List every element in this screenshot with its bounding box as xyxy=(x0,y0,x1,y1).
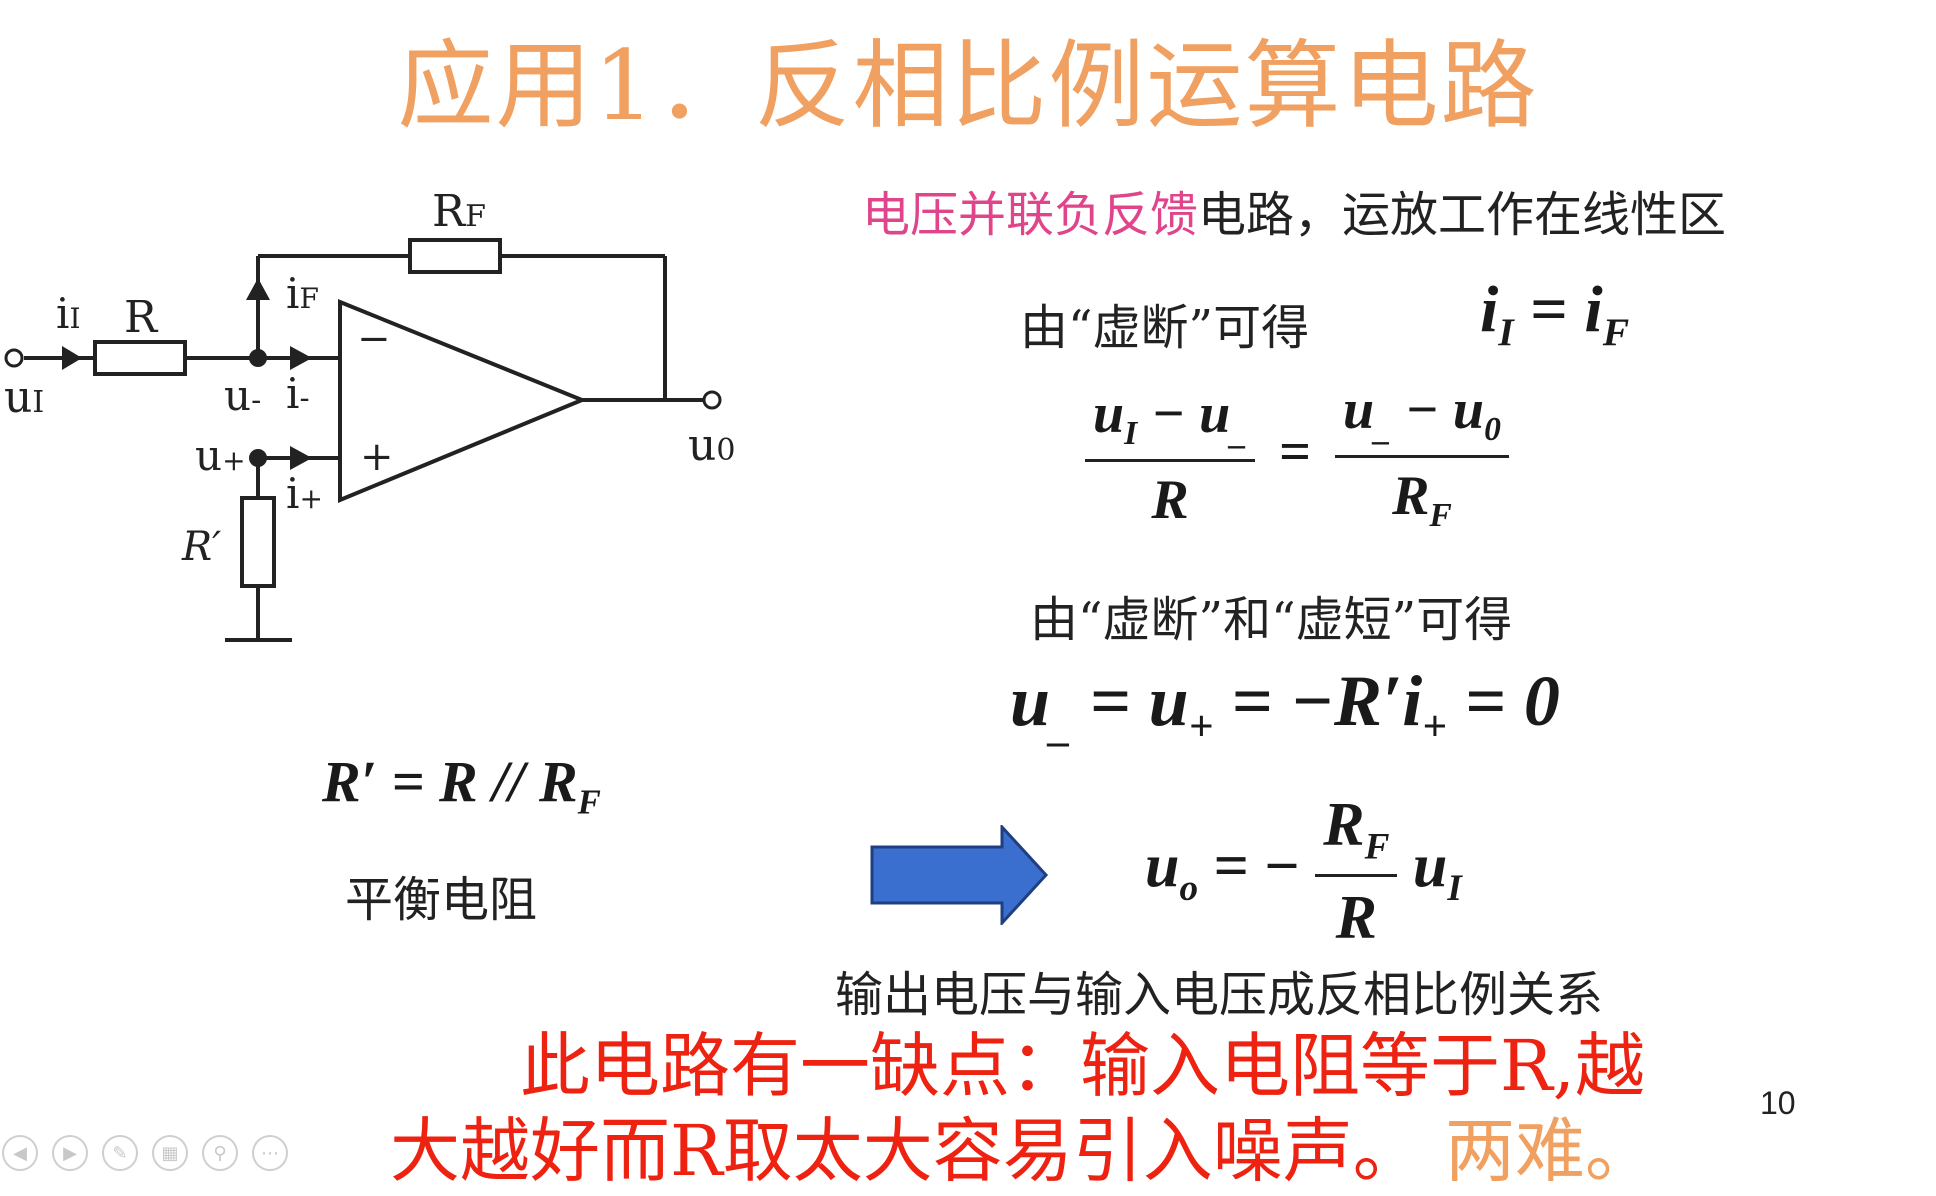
step1-label: 由“虚断”可得 xyxy=(1020,300,1310,356)
dilemma-text: 两难。 xyxy=(1444,1110,1655,1192)
equation-gain: uo = − RF R uI xyxy=(1145,790,1462,954)
page-number: 10 xyxy=(1760,1085,1796,1121)
frac-gain: RF R xyxy=(1315,790,1398,954)
label-iplus: i+ xyxy=(286,469,323,518)
conclusion-text: 输出电压与输入电压成反相比例关系 xyxy=(835,967,1604,1023)
drawback-line-1: 此电路有一缺点：输入电阻等于R,越 xyxy=(520,1025,1645,1107)
slideshow-toolbar: ◀ ▶ ✎ ▦ ⚲ ⋯ xyxy=(2,1135,288,1171)
zoom-icon[interactable]: ⚲ xyxy=(202,1135,238,1171)
op-amp xyxy=(338,299,588,503)
equation-balance: R′ = R // RF xyxy=(322,749,601,822)
arrow-iplus xyxy=(290,446,312,470)
frac-left: uI − u_ R xyxy=(1085,382,1256,532)
more-options-icon[interactable]: ⋯ xyxy=(252,1135,288,1171)
result-arrow xyxy=(870,825,1049,925)
slides-grid-icon[interactable]: ▦ xyxy=(152,1135,188,1171)
slide-title: 应用1．反相比例运算电路 xyxy=(397,30,1539,142)
resistor-r xyxy=(93,340,187,376)
frac-right: u_ − u0 RF xyxy=(1335,378,1509,535)
equation-current: iI = iF xyxy=(1480,273,1630,355)
feedback-statement: 电压并联负反馈电路，运放工作在线性区 xyxy=(862,175,1726,245)
resistor-rf xyxy=(408,238,502,274)
junction-plus xyxy=(249,449,267,467)
output-terminal xyxy=(702,390,722,410)
drawback-line-2: 大越好而R取太大容易引入噪声。 两难。 xyxy=(390,1110,1655,1192)
resistor-rprime xyxy=(240,496,276,588)
arrow-if xyxy=(246,278,270,300)
label-uminus: u- xyxy=(224,371,261,420)
inverting-amplifier-circuit: RF R iI iF uI u- i- u+ i+ R′ u0 − + xyxy=(4,186,735,642)
label-iminus: i- xyxy=(286,369,310,418)
label-r: R xyxy=(124,292,159,343)
balance-resistor-label: 平衡电阻 xyxy=(345,872,538,928)
label-uplus: u+ xyxy=(195,431,246,480)
feedback-type-highlight: 电压并联负反馈 xyxy=(862,187,1199,243)
label-ii: iI xyxy=(56,289,81,338)
equation-virtual-short: u_ = u+ = −R′i+ = 0 xyxy=(1010,661,1560,751)
input-terminal xyxy=(4,348,24,368)
junction-minus xyxy=(249,349,267,367)
label-rprime: R′ xyxy=(181,524,221,570)
label-ui: uI xyxy=(4,372,44,423)
equation-kcl: uI − u_ R = u_ − u0 RF xyxy=(1085,378,1509,535)
next-slide-icon[interactable]: ▶ xyxy=(52,1135,88,1171)
arrow-ii xyxy=(62,346,82,370)
op-amp-minus-sign: − xyxy=(357,316,391,362)
previous-slide-icon[interactable]: ◀ xyxy=(2,1135,38,1171)
label-uo: u0 xyxy=(688,420,735,471)
step2-label: 由“虚断”和“虚短”可得 xyxy=(1030,592,1513,648)
label-rf: RF xyxy=(432,186,486,237)
op-amp-plus-sign: + xyxy=(360,434,394,480)
result-arrow-shape xyxy=(870,825,1049,925)
feedback-statement-rest: 电路，运放工作在线性区 xyxy=(1198,187,1727,243)
arrow-iminus xyxy=(290,346,312,370)
pen-icon[interactable]: ✎ xyxy=(102,1135,138,1171)
label-if: iF xyxy=(286,269,319,318)
